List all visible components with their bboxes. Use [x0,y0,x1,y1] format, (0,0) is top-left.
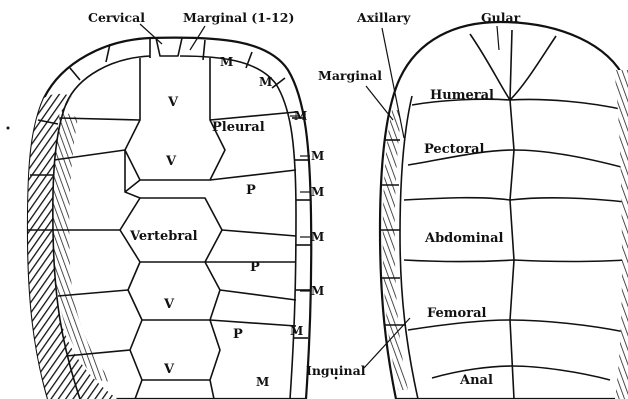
label-femoral: Femoral [427,306,486,321]
plastron-outline [380,22,625,399]
label-anal: Anal [459,373,493,388]
label-p-2: P [250,260,260,275]
label-vertebral: Vertebral [129,229,198,244]
label-m-4: M [311,149,324,163]
scan-speck [7,127,10,130]
label-gular: Gular [481,10,521,25]
carapace [28,38,311,399]
label-m-6: M [311,230,324,244]
label-v-1: V [167,95,179,110]
label-p-3: P [233,327,243,342]
label-m-8: M [290,324,303,338]
carapace-outline [28,38,311,399]
plastron [380,22,628,399]
label-v-2: V [165,154,177,169]
plastron-midline [510,30,514,399]
leader-gular [497,26,499,50]
label-inguinal: Inguinal [306,363,366,378]
label-cervical: Cervical [88,10,145,25]
label-v-3: V [163,297,175,312]
leader-marginal [366,86,393,120]
label-m-7: M [311,284,324,298]
label-m-2: M [259,75,272,89]
leader-cervical [140,24,162,44]
label-m-1: M [220,55,233,69]
cervical-scute [156,38,182,56]
label-humeral: Humeral [430,88,494,103]
label-axillary: Axillary [356,10,411,25]
scan-speck [335,377,338,380]
label-pectoral: Pectoral [424,142,485,157]
label-v-4: V [163,362,175,377]
label-m-9: M [256,375,269,389]
plastron-seams [404,34,625,380]
label-marginal: Marginal [318,68,382,83]
plastron-inner-rim [400,96,418,399]
label-pleural: Pleural [212,120,265,135]
label-p-1: P [246,183,256,198]
label-m-5: M [311,185,324,199]
label-marginal-range: Marginal (1-12) [183,10,294,25]
plastron-right-rim [614,70,628,399]
label-abdominal: Abdominal [424,231,504,246]
